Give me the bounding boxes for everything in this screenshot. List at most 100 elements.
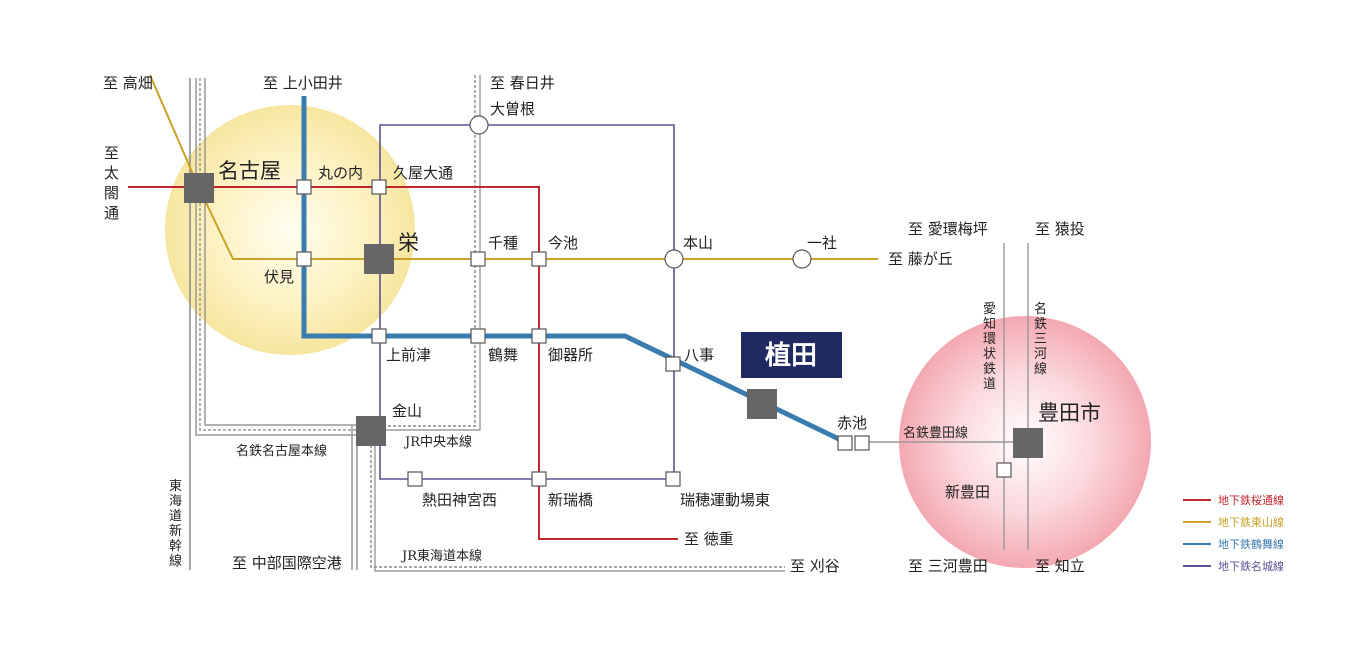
ueda-badge-label: 植田	[765, 341, 817, 371]
svg-text:地下鉄東山線: 地下鉄東山線	[1218, 515, 1284, 529]
label-motoyama: 本山	[683, 234, 713, 252]
label-issha: 一社	[807, 234, 837, 252]
svg-text:幹: 幹	[169, 538, 182, 554]
svg-text:新: 新	[169, 523, 182, 539]
label-meitetsu-toyota: 名鉄豊田線	[903, 425, 968, 441]
legend-item-higashiyama: 地下鉄東山線	[1183, 515, 1284, 529]
label-ozone: 大曽根	[490, 100, 535, 118]
station-marker-akaike-b	[854, 435, 870, 451]
station-marker-shin-toyota	[996, 462, 1012, 478]
svg-text:地下鉄鶴舞線: 地下鉄鶴舞線	[1218, 537, 1284, 551]
station-marker-imaike	[531, 251, 547, 267]
svg-text:道: 道	[983, 377, 996, 392]
dest-kasugai: 至 春日井	[490, 74, 555, 92]
legend-item-tsurumai: 地下鉄鶴舞線	[1183, 537, 1284, 551]
jr-tokaido-line	[370, 440, 785, 572]
svg-text:線: 線	[169, 553, 182, 569]
dest-kamiotai: 至 上小田井	[263, 74, 343, 92]
label-kanayama: 金山	[392, 402, 422, 420]
dest-fujigaoka: 至 藤が丘	[888, 250, 953, 268]
label-kamimaezu: 上前津	[386, 346, 431, 364]
label-jr-tokaido: JR東海道本線	[400, 548, 482, 564]
higashiyama-line	[149, 74, 878, 260]
station-marker-atsuta-jingu-nishi	[407, 471, 423, 487]
nagoya-area-glow	[165, 105, 415, 355]
svg-text:鉄: 鉄	[1034, 317, 1047, 332]
label-shinkansen: 東 海 道 新 幹 線	[169, 478, 182, 569]
dest-takabata: 至 高畑	[103, 74, 153, 92]
svg-text:地下鉄名城線: 地下鉄名城線	[1218, 559, 1284, 573]
destination-labels: 至 高畑 至 太 閤 通 至 上小田井 至 春日井 至 藤が丘 至 愛環梅坪 至…	[103, 74, 1085, 575]
dest-taikodori-3: 閤	[104, 184, 119, 202]
label-gokiso: 御器所	[548, 346, 593, 364]
toyota-area-lines	[868, 243, 1029, 550]
station-marker-issha	[792, 249, 812, 269]
label-marunouchi: 丸の内	[318, 164, 363, 182]
legend: 地下鉄桜通線 地下鉄東山線 地下鉄鶴舞線 地下鉄名城線	[1183, 493, 1284, 573]
station-marker-nagoya	[184, 173, 214, 203]
station-marker-sakae	[364, 244, 394, 274]
label-imaike: 今池	[548, 234, 578, 252]
svg-text:線: 線	[1034, 361, 1047, 377]
station-marker-tsurumai	[470, 328, 486, 344]
label-toyotashi: 豊田市	[1038, 401, 1101, 425]
svg-text:愛: 愛	[983, 302, 996, 317]
label-hisaya-odori: 久屋大通	[393, 164, 453, 182]
station-marker-marunouchi	[296, 179, 312, 195]
dest-tokushige: 至 徳重	[684, 530, 734, 548]
station-labels: 名古屋 丸の内 久屋大通 栄 伏見 千種 今池 本山 一社 大曽根 上前津 鶴舞…	[218, 100, 1101, 509]
dest-taikodori-1: 至	[104, 144, 119, 162]
dest-aikan-umetsubo: 至 愛環梅坪	[908, 220, 988, 238]
station-marker-ozone	[469, 115, 489, 135]
station-marker-yagoto	[665, 356, 681, 372]
svg-text:地下鉄桜通線: 地下鉄桜通線	[1218, 493, 1284, 507]
dest-taikodori-2: 太	[104, 164, 119, 182]
station-marker-chikusa	[470, 251, 486, 267]
label-aichi-kanjo: 愛 知 環 状 鉄 道	[983, 302, 996, 392]
svg-text:環: 環	[983, 332, 996, 347]
dest-chiryu: 至 知立	[1035, 557, 1085, 575]
label-nagoya: 名古屋	[218, 159, 281, 183]
dest-mikawa-toyota: 至 三河豊田	[908, 557, 988, 575]
station-marker-kanayama	[356, 416, 386, 446]
svg-text:三: 三	[1034, 332, 1047, 347]
dest-chubu-airport: 至 中部国際空港	[232, 554, 342, 572]
rail-line-labels: 名鉄名古屋本線 JR中央本線 JR東海道本線 名鉄豊田線 東 海 道 新 幹 線…	[169, 301, 1047, 569]
sakura-dori-line	[128, 186, 678, 540]
station-marker-gokiso	[531, 328, 547, 344]
label-aratamabashi: 新瑞橋	[548, 491, 593, 509]
station-marker-mizuho	[665, 471, 681, 487]
legend-item-sakura-dori: 地下鉄桜通線	[1183, 493, 1284, 507]
dest-kariya: 至 刈谷	[790, 557, 840, 575]
label-meitetsu-nagoya-honsen: 名鉄名古屋本線	[236, 443, 327, 459]
label-akaike: 赤池	[837, 414, 867, 432]
station-marker-hisaya-odori	[371, 179, 387, 195]
label-yagoto: 八事	[684, 346, 714, 364]
label-meitetsu-mikawa: 名 鉄 三 河 線	[1034, 301, 1047, 377]
svg-text:鉄: 鉄	[983, 362, 996, 377]
dest-sanage: 至 猿投	[1035, 220, 1085, 238]
label-sakae: 栄	[398, 231, 419, 255]
label-tsurumai: 鶴舞	[488, 346, 518, 364]
tsurumai-line	[301, 96, 845, 444]
ueda-badge	[741, 332, 842, 378]
label-atsuta-jingu-nishi: 熱田神宮西	[422, 491, 497, 509]
station-marker-akaike-a	[837, 435, 853, 451]
jr-chuo-line	[372, 75, 481, 431]
meijo-line	[379, 124, 675, 480]
svg-text:道: 道	[169, 509, 182, 524]
label-jr-chuo: JR中央本線	[403, 434, 472, 450]
label-fushimi: 伏見	[264, 268, 294, 286]
svg-text:東: 東	[169, 478, 182, 494]
station-marker-toyotashi	[1013, 428, 1043, 458]
svg-text:河: 河	[1034, 347, 1047, 362]
svg-text:名: 名	[1034, 301, 1047, 317]
label-mizuho: 瑞穂運動場東	[680, 491, 770, 509]
station-marker-motoyama	[664, 249, 684, 269]
label-chikusa: 千種	[488, 234, 518, 252]
svg-text:状: 状	[983, 347, 996, 362]
station-marker-kamimaezu	[371, 328, 387, 344]
station-marker-aratamabashi	[531, 471, 547, 487]
station-marker-fushimi	[296, 251, 312, 267]
